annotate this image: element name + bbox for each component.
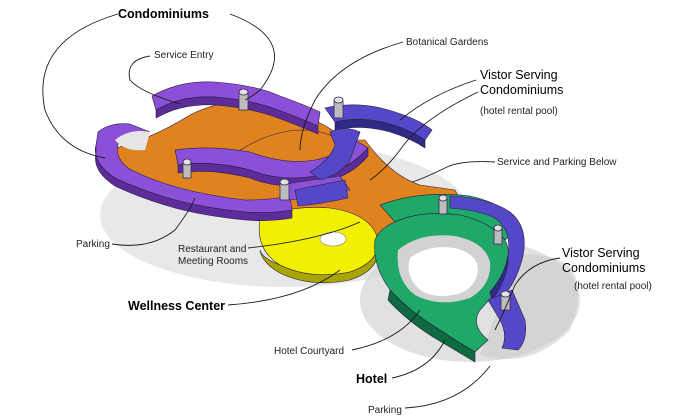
label-visitor-condos-top-line1: Vistor Serving [480,68,558,82]
label-condominiums: Condominiums [118,7,209,21]
label-parking-bottom: Parking [368,405,402,416]
label-hotel-courtyard: Hotel Courtyard [274,346,344,357]
label-botanical-gardens: Botanical Gardens [406,37,488,48]
core-cylinders [182,88,511,311]
visitor-condos-right [449,195,526,351]
leader-lines [42,13,561,409]
label-hotel: Hotel [356,372,387,386]
label-restaurant-line2: Meeting Rooms [178,256,248,267]
wellness-center-shape [258,207,379,284]
core-3 [182,158,192,179]
label-service-entry: Service Entry [154,50,213,61]
core-2 [333,96,344,119]
core-4 [279,178,290,201]
label-parking-left: Parking [76,239,110,250]
core-5 [438,194,448,215]
label-visitor-condos-right-note: (hotel rental pool) [574,281,652,292]
label-visitor-condos-right-line2: Condominiums [562,261,645,275]
label-visitor-condos-right-line1: Vistor Serving [562,246,640,260]
label-service-parking-below: Service and Parking Below [497,157,617,168]
label-visitor-condos-top-note: (hotel rental pool) [480,106,558,117]
core-7 [500,290,511,311]
core-1 [238,88,249,111]
labels: Condominiums Service Entry Botanical Gar… [76,7,652,416]
core-6 [493,224,503,245]
label-visitor-condos-top-line2: Condominiums [480,83,563,97]
label-restaurant-line1: Restaurant and [178,244,246,255]
label-wellness-center: Wellness Center [128,299,225,313]
visitor-condos-top [294,104,433,207]
